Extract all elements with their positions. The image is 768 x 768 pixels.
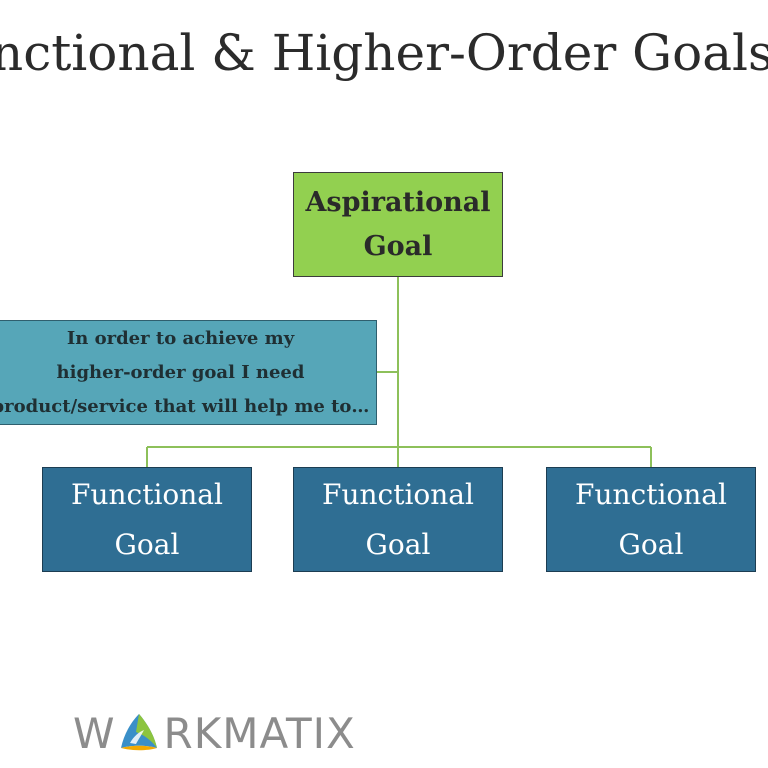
logo-prefix: W [73, 708, 116, 758]
aspirational-goal-line2: Goal [363, 230, 433, 262]
slide-title: nctional & Higher-Order Goals [0, 24, 768, 82]
functional-goal-box-2: Functional Goal [293, 467, 503, 572]
workmatix-triangle-logo-icon [120, 714, 157, 751]
workmatix-logo: W RKMATIX [73, 703, 356, 763]
aspirational-goal-line1: Aspirational [305, 186, 491, 218]
functional-goal-line2: Goal [618, 527, 684, 561]
callout-line3: product/service that will help me to… [0, 395, 370, 417]
functional-goal-line1: Functional [575, 477, 727, 511]
functional-goal-line1: Functional [322, 477, 474, 511]
functional-goal-line1: Functional [71, 477, 223, 511]
functional-goal-box-1: Functional Goal [42, 467, 252, 572]
logo-suffix: RKMATIX [163, 708, 356, 758]
functional-goal-line2: Goal [114, 527, 180, 561]
functional-goal-line2: Goal [365, 527, 431, 561]
callout-box: In order to achieve my higher-order goal… [0, 320, 377, 425]
functional-goal-box-3: Functional Goal [546, 467, 756, 572]
callout-line1: In order to achieve my [66, 327, 295, 349]
aspirational-goal-box: Aspirational Goal [293, 172, 503, 277]
callout-line2: higher-order goal I need [56, 361, 305, 383]
